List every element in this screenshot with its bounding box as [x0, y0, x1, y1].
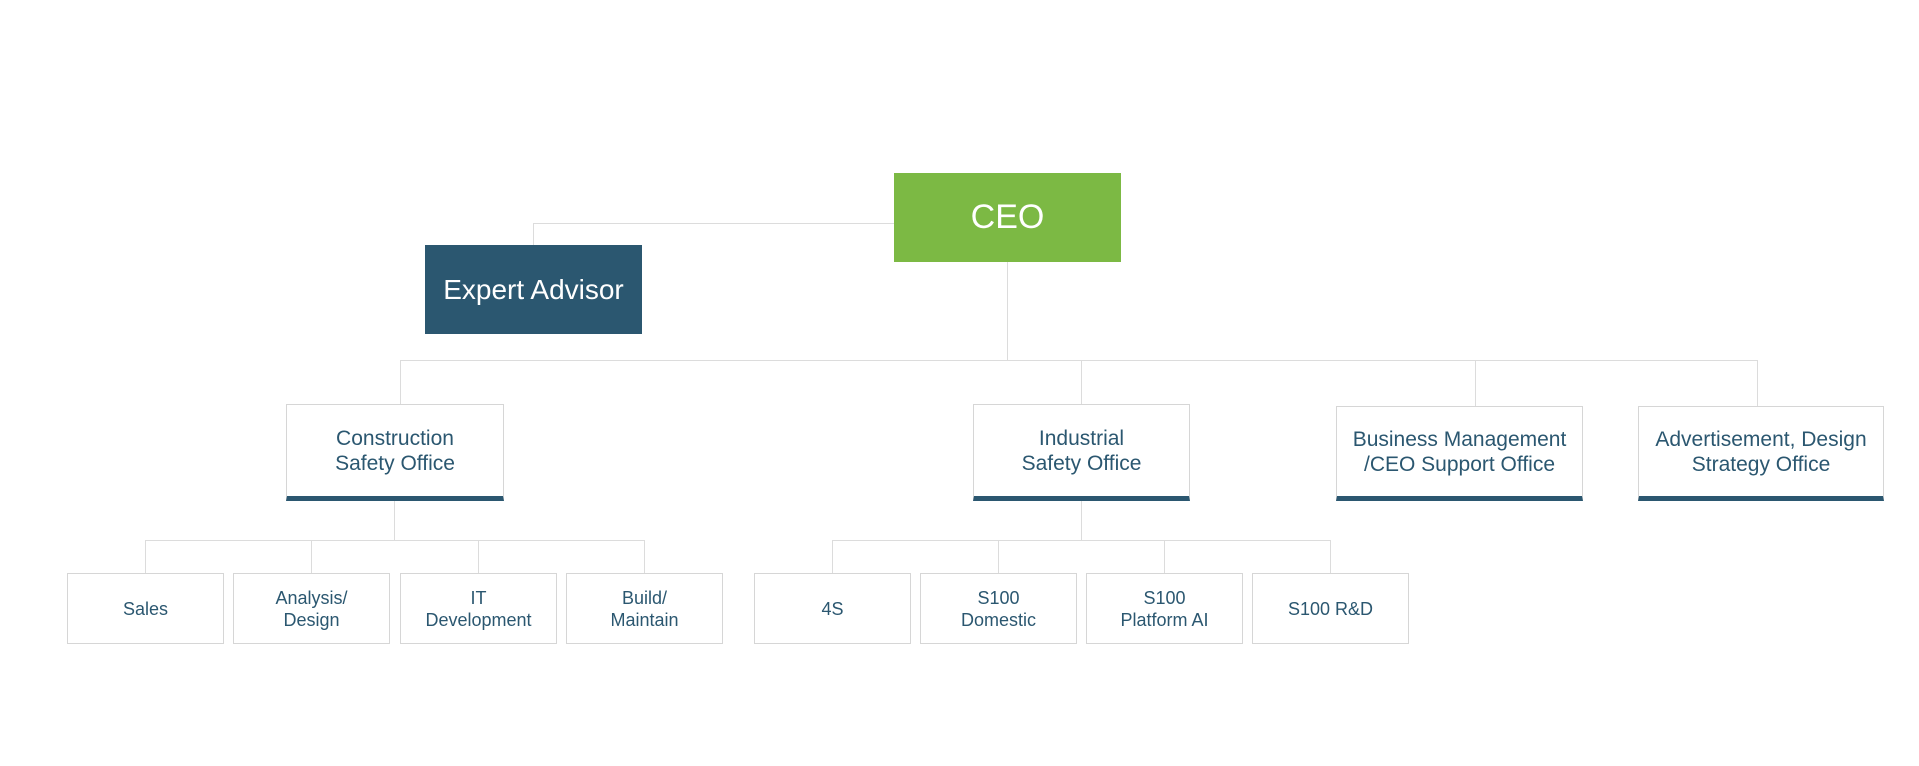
office-industrial-safety: Industrial Safety Office	[973, 404, 1190, 501]
connector-office-4	[1757, 360, 1758, 406]
connector-ceo-trunk	[1007, 262, 1008, 360]
connector-team-s100-platform	[1164, 540, 1165, 573]
connector-construction-bus	[145, 540, 645, 541]
connector-ceo-advisor-h	[533, 223, 895, 224]
connector-team-4s	[832, 540, 833, 573]
connector-team-it	[478, 540, 479, 573]
team-4s: 4S	[754, 573, 911, 644]
connector-office-1	[400, 360, 401, 404]
connector-industrial-trunk	[1081, 501, 1082, 541]
team-it-development: IT Development	[400, 573, 557, 644]
team-sales: Sales	[67, 573, 224, 644]
expert-advisor-node: Expert Advisor	[425, 245, 642, 334]
team-s100-domestic: S100 Domestic	[920, 573, 1077, 644]
team-s100-rd: S100 R&D	[1252, 573, 1409, 644]
connector-team-s100-rd	[1330, 540, 1331, 573]
office-advertisement-design: Advertisement, Design Strategy Office	[1638, 406, 1884, 501]
connector-office-2	[1081, 360, 1082, 404]
team-s100-platform-ai: S100 Platform AI	[1086, 573, 1243, 644]
connector-office-3	[1475, 360, 1476, 406]
team-build-maintain: Build/ Maintain	[566, 573, 723, 644]
connector-team-sales	[145, 540, 146, 573]
office-business-management: Business Management /CEO Support Office	[1336, 406, 1583, 501]
connector-team-analysis	[311, 540, 312, 573]
office-construction-safety: Construction Safety Office	[286, 404, 504, 501]
connector-team-build	[644, 540, 645, 573]
ceo-node: CEO	[894, 173, 1121, 262]
connector-construction-trunk	[394, 501, 395, 541]
connector-office-bus	[400, 360, 1757, 361]
connector-team-s100-domestic	[998, 540, 999, 573]
connector-advisor-v	[533, 223, 534, 245]
team-analysis-design: Analysis/ Design	[233, 573, 390, 644]
connector-industrial-bus	[832, 540, 1331, 541]
